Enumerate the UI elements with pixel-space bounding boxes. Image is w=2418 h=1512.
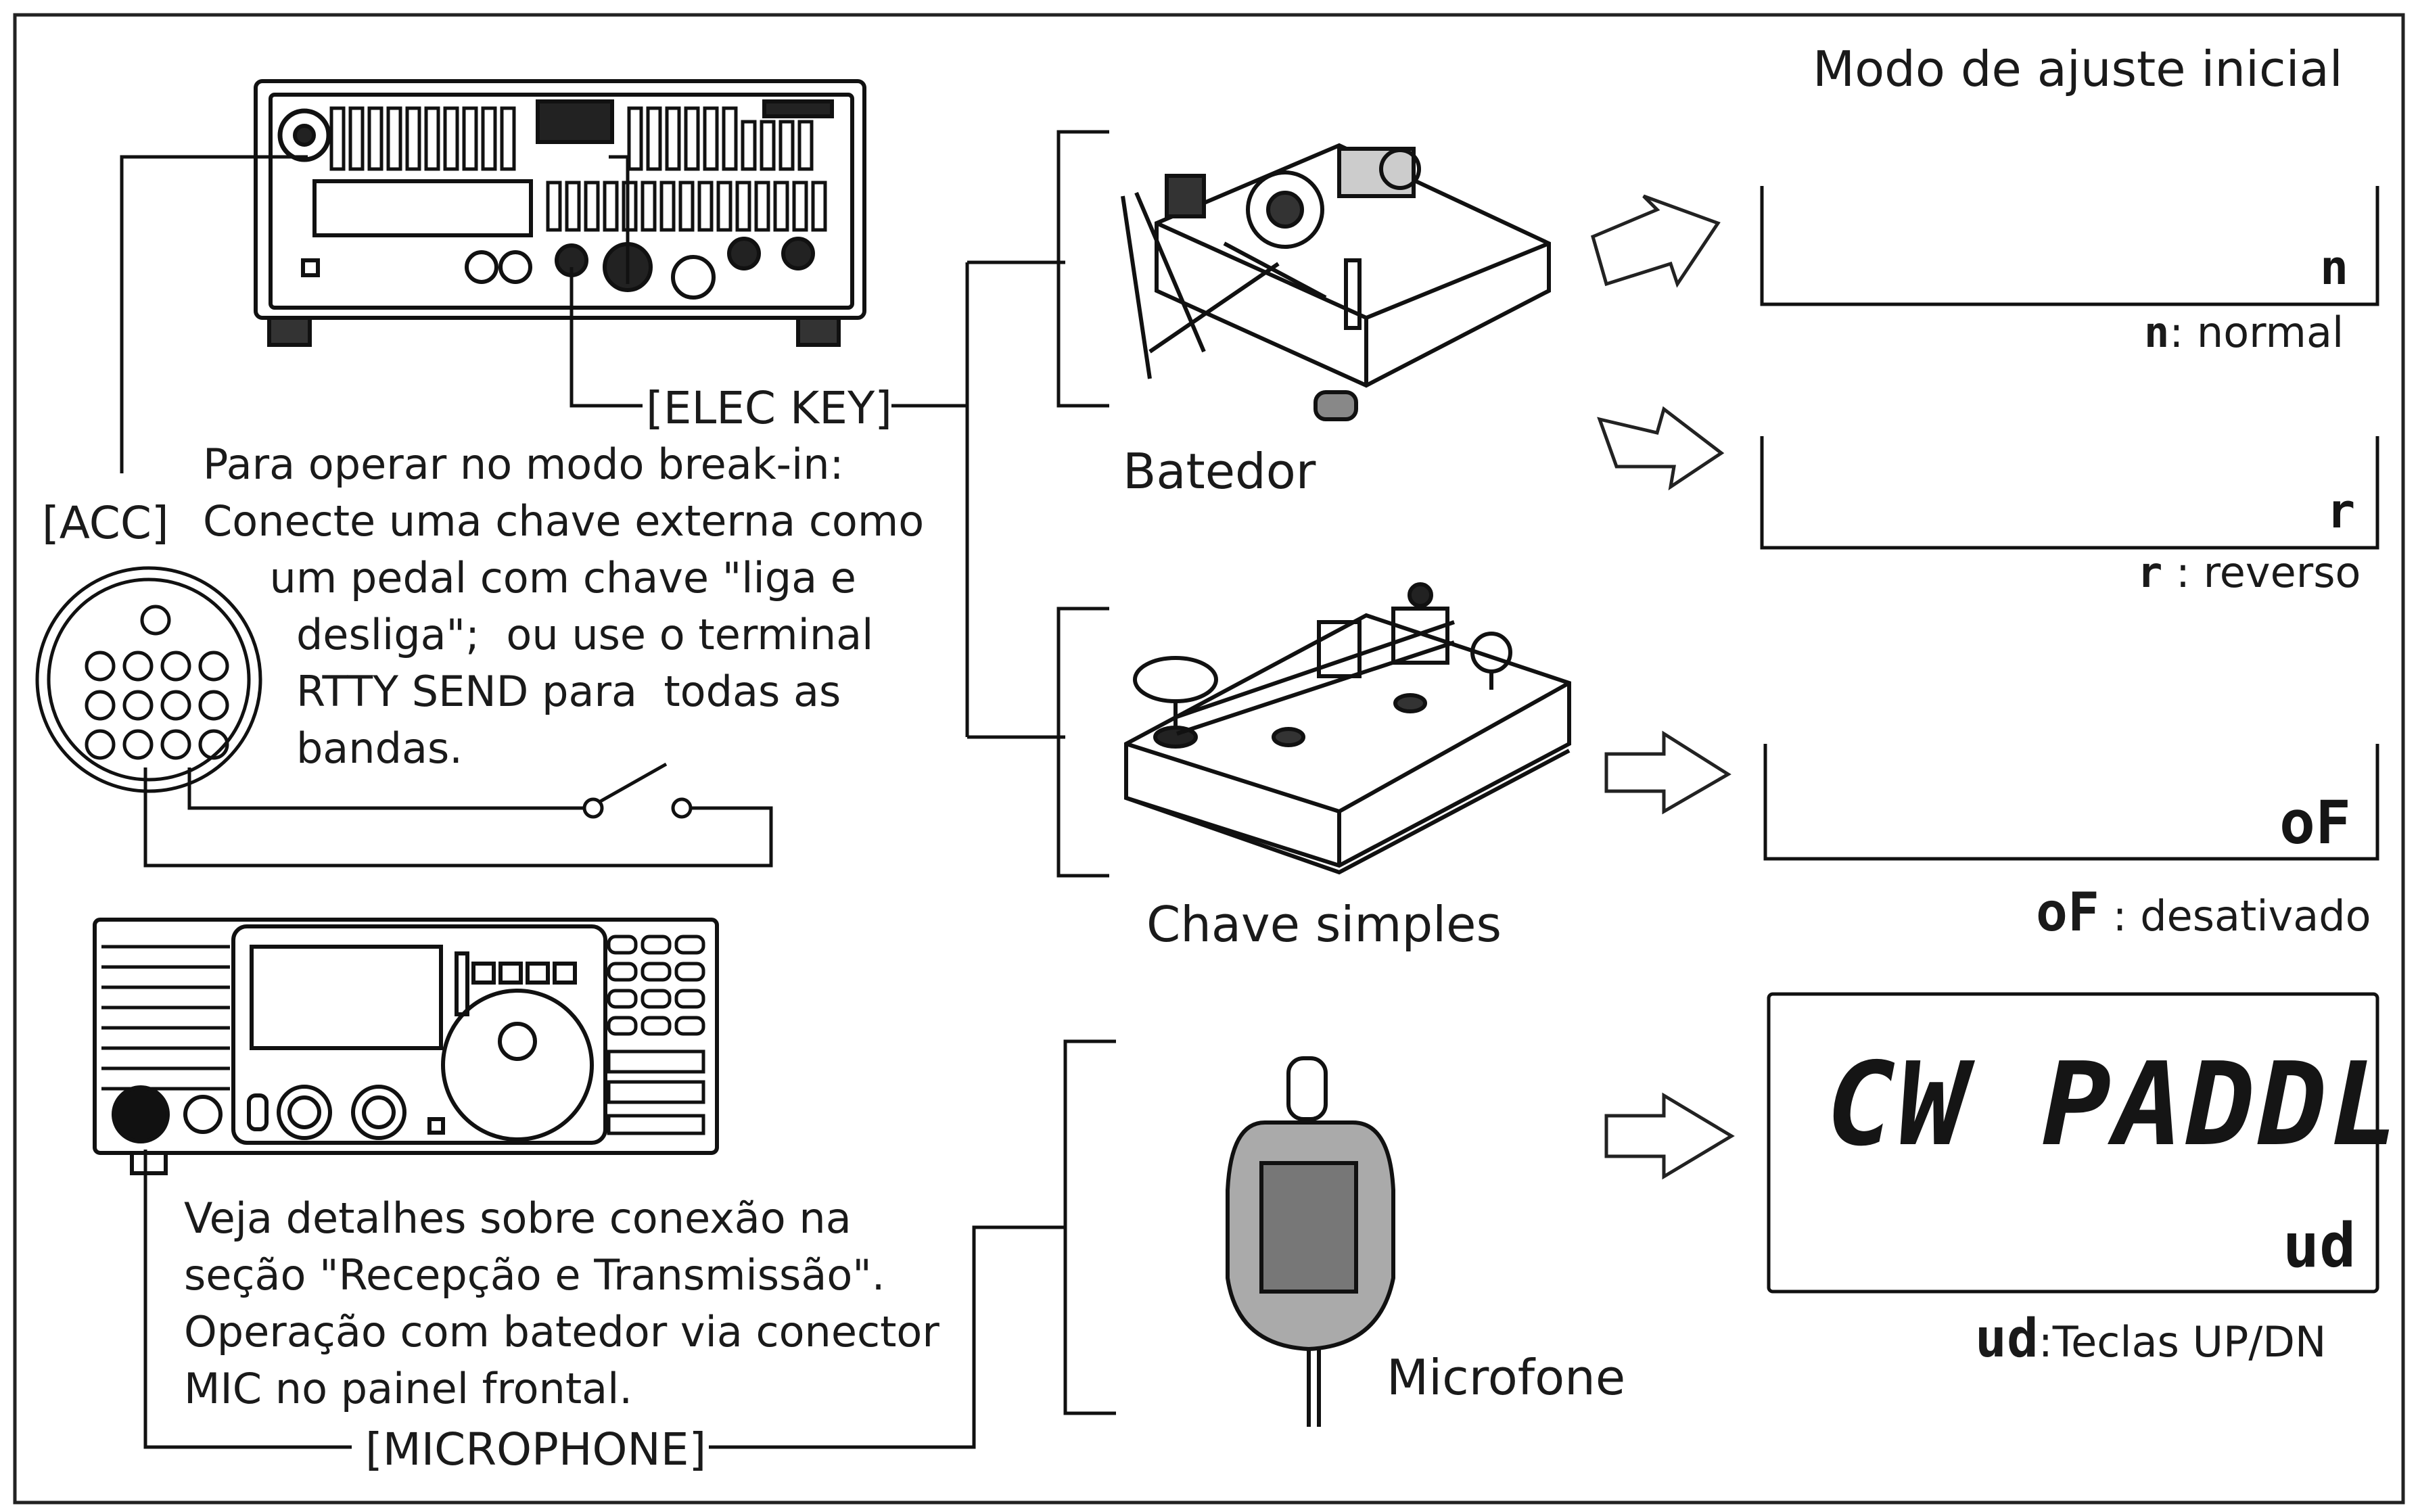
connection-details: Veja detalhes sobre conexão na seção "Re…: [184, 1190, 939, 1417]
paddle-label: Batedor: [1123, 443, 1316, 500]
legend-text-reverso: : reverso: [2162, 548, 2361, 597]
straight-key-illustration: [1126, 584, 1569, 872]
rear-transceiver-illustration: [256, 81, 864, 345]
lcd-code-reverso: r: [2327, 483, 2355, 539]
microphone-illustration: [1228, 1058, 1393, 1427]
legend-code-normal: n: [2144, 308, 2169, 357]
legend-ud: ud:Teclas UP/DN: [1975, 1308, 2326, 1369]
arrow-right-icon: [1606, 1095, 1731, 1177]
microphone-label: Microfone: [1387, 1349, 1625, 1406]
front-transceiver-illustration: [95, 920, 717, 1173]
straight-key-label: Chave simples: [1146, 896, 1502, 953]
display-reverso: [1762, 436, 2377, 548]
paddle-illustration: [1123, 145, 1549, 419]
switch-contact-right: [673, 799, 691, 817]
arrow-right-icon: [1593, 196, 1718, 284]
lcd-code-ud: ud: [2283, 1210, 2356, 1281]
arrow-right-icon: [1600, 409, 1721, 487]
break-in-instructions: Para operar no modo break-in: Conecte um…: [203, 436, 924, 777]
acc-label: [ACC]: [42, 497, 169, 549]
elec-key-label: [ELEC KEY]: [646, 382, 892, 434]
page-title: Modo de ajuste inicial: [1813, 41, 2343, 97]
display-normal: [1762, 186, 2377, 304]
legend-text-desativado: : desativado: [2099, 891, 2371, 941]
switch-contact-left: [584, 799, 602, 817]
legend-text-ud: :Teclas UP/DN: [2039, 1317, 2326, 1367]
arrow-right-icon: [1606, 734, 1728, 811]
legend-desativado: oF : desativado: [2036, 882, 2371, 943]
lcd-code-normal: n: [2320, 240, 2348, 296]
legend-code-desativado: oF: [2036, 882, 2099, 943]
microphone-connector-label: [MICROPHONE]: [365, 1423, 706, 1475]
legend-code-reverso: r: [2137, 548, 2162, 597]
lcd-code-desativado: oF: [2279, 788, 2351, 857]
legend-code-ud: ud: [1975, 1308, 2039, 1369]
legend-reverso: r : reverso: [2137, 548, 2361, 597]
legend-text-normal: : normal: [2169, 308, 2344, 357]
legend-normal: n: normal: [2144, 308, 2344, 357]
arrows: [1593, 196, 1731, 1177]
lcd-main-cw-paddl: CW PADDL: [1826, 1038, 2402, 1172]
